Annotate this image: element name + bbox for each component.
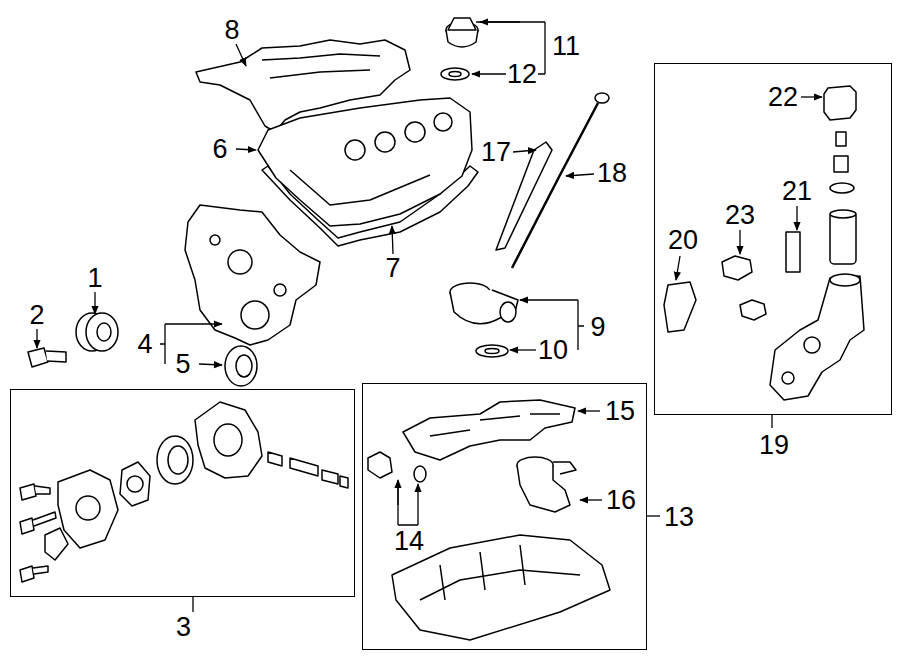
callout-number: 10 <box>537 337 569 364</box>
callout-number: 14 <box>393 528 425 555</box>
callout-number: 5 <box>174 351 191 378</box>
callout-number: 16 <box>605 487 637 514</box>
callout-number: 6 <box>211 136 228 163</box>
callout-number: 7 <box>384 255 401 282</box>
callout-number: 20 <box>667 227 699 254</box>
callout-number: 1 <box>86 265 103 292</box>
callout-number: 18 <box>596 160 628 187</box>
callout-number: 9 <box>589 314 606 341</box>
callout-number: 3 <box>174 614 193 641</box>
callout-number: 15 <box>604 398 636 425</box>
callout-number: 13 <box>662 504 696 531</box>
callout-number: 4 <box>136 331 153 358</box>
callout-number: 8 <box>223 17 240 44</box>
callout-number: 23 <box>724 202 756 229</box>
callout-number: 19 <box>757 432 791 459</box>
callout-number: 22 <box>767 84 799 111</box>
callout-number: 21 <box>781 178 813 205</box>
group-box: 3 <box>10 389 355 597</box>
callout-number: 2 <box>28 302 45 329</box>
callout-number: 17 <box>480 139 512 166</box>
callout-number: 12 <box>506 61 538 88</box>
callout-number: 11 <box>551 33 581 60</box>
